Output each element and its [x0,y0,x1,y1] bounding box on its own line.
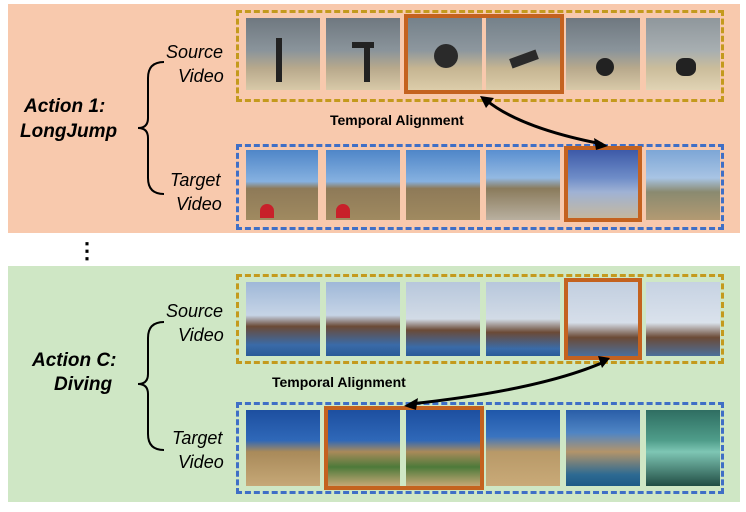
action-1-label-line1: Action 1: [24,96,106,117]
video-frame [646,18,720,90]
video-frame [246,150,318,220]
video-frame [646,282,720,356]
video-frame [408,18,482,90]
video-frame [566,410,640,486]
arrowhead [594,138,608,150]
action-1-label-line2: LongJump [20,121,118,142]
action-c-label-line1: Action C: [32,350,117,371]
source-video-strip-1 [236,10,724,102]
aligned-frames-highlight-source-1 [404,14,564,94]
video-frame [246,410,320,486]
arrowhead [598,356,610,368]
target-video-strip-1 [236,144,724,230]
video-frame [486,18,560,90]
target-video-label-1-line1: Target [170,170,221,190]
aligned-frame-highlight-target-1 [564,146,642,222]
target-video-label-2-line2: Video [178,452,224,472]
arrowhead [480,96,494,108]
action-c-label-line2: Diving [54,374,113,395]
video-frame [406,150,480,220]
video-frame [566,18,640,90]
video-frame [646,150,720,220]
video-frame [246,282,320,356]
video-frame [246,18,320,90]
video-frame [326,282,400,356]
ellipsis: ⋮ [76,238,98,263]
source-video-label-2-line2: Video [178,325,224,345]
video-frame [566,282,640,356]
video-frame [328,410,400,486]
video-frame [326,150,400,220]
alignment-arrow-2 [409,360,605,406]
arrowhead [404,398,418,410]
alignment-arrow-1 [485,98,603,146]
brace-2 [137,321,165,451]
target-video-label-1-line2: Video [176,194,222,214]
video-frame [406,282,480,356]
brace-1 [137,61,165,195]
temporal-alignment-label-1: Temporal Alignment [330,112,464,128]
target-video-strip-2 [236,402,724,494]
video-frame [486,282,560,356]
video-frame [406,410,480,486]
video-frame [326,18,400,90]
video-frame [486,410,560,486]
source-video-label-1-line2: Video [178,66,224,86]
source-video-label-1-line1: Source [166,42,224,62]
video-frame [566,150,640,220]
video-frame [486,150,560,220]
source-video-label-2-line1: Source [166,301,224,321]
temporal-alignment-label-2: Temporal Alignment [272,374,406,390]
target-video-label-2-line1: Target [172,428,223,448]
aligned-frames-highlight-target-2 [324,406,484,490]
video-frame [646,410,720,486]
source-video-strip-2 [236,274,724,364]
